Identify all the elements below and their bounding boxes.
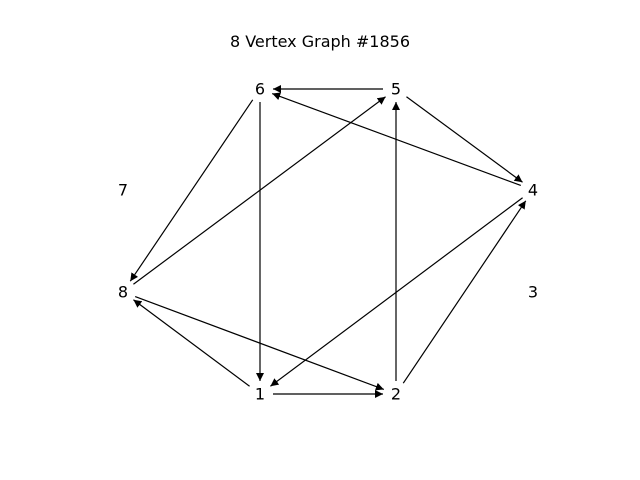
vertex-7-label: 7 (118, 181, 128, 200)
edge-4-to-6 (271, 92, 522, 187)
edge-8-to-5 (133, 96, 386, 285)
vertex-4-label: 4 (528, 181, 538, 200)
vertex-3-label: 3 (528, 283, 538, 302)
nodes-layer: 1 2 3 4 5 6 7 8 (118, 80, 538, 404)
edge-6-to-8 (129, 99, 254, 282)
graph-title: 8 Vertex Graph #1856 (229, 32, 411, 51)
edge-5-to-4 (406, 96, 523, 183)
edge-8-to-2 (134, 295, 385, 391)
edges-layer (129, 85, 527, 398)
edge-1-to-8 (133, 299, 250, 387)
vertex-8-label: 8 (118, 283, 128, 302)
vertex-1-label: 1 (255, 385, 265, 404)
edge-4-to-1 (270, 197, 523, 387)
vertex-5-label: 5 (391, 80, 401, 99)
vertex-2-label: 2 (391, 385, 401, 404)
edge-2-to-4 (402, 200, 527, 384)
vertex-6-label: 6 (255, 80, 265, 99)
